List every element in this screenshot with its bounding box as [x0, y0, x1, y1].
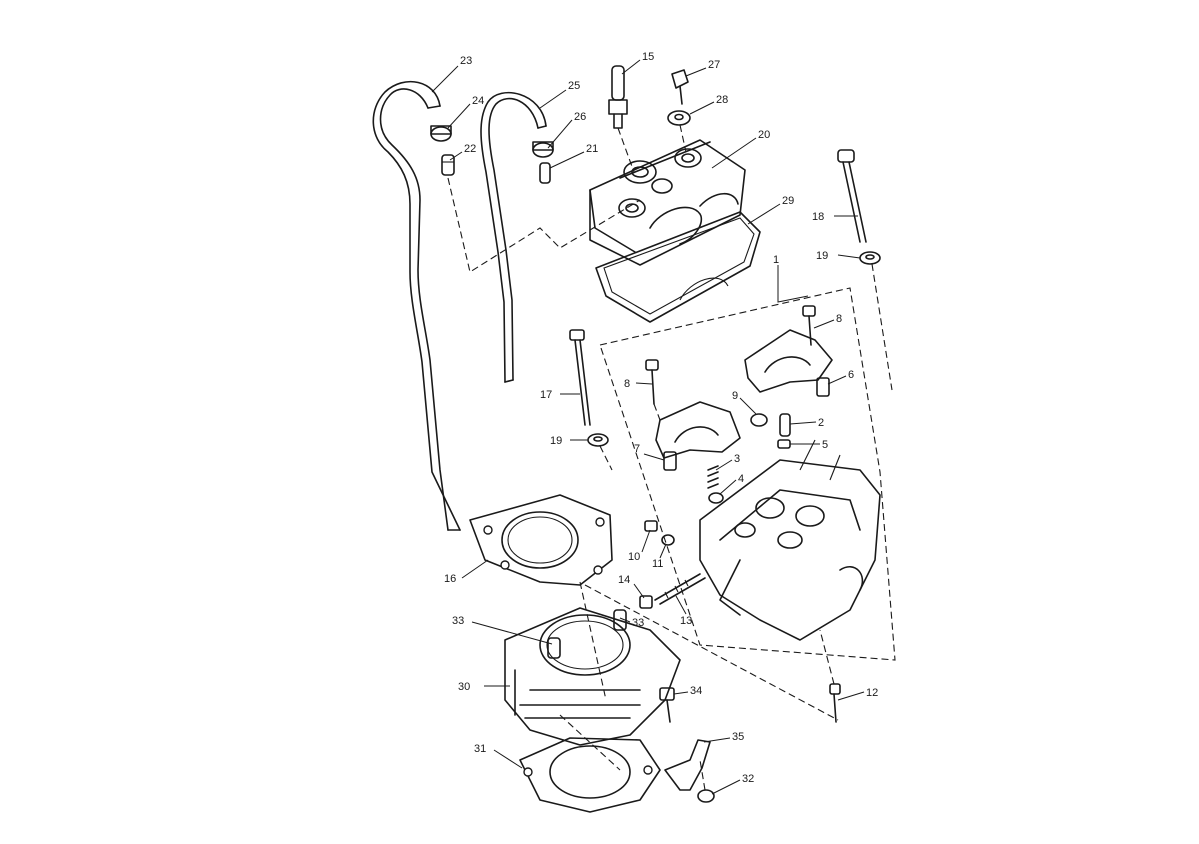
callout-4: 4	[738, 473, 744, 485]
callout-3: 3	[734, 453, 740, 465]
callout-22: 22	[464, 143, 476, 155]
part-washer-9	[750, 413, 768, 427]
part-stud-bolt-17	[569, 329, 591, 426]
callout-32: 32	[742, 773, 754, 785]
callout-10: 10	[628, 551, 640, 563]
part-bolt-8-right	[802, 305, 816, 346]
part-breather-hose-23	[372, 80, 461, 531]
part-cam-cap-6	[744, 329, 833, 397]
callout-29: 29	[782, 195, 794, 207]
callout-30: 30	[458, 681, 470, 693]
part-tensioner-13	[654, 573, 706, 605]
callout-18: 18	[812, 211, 824, 223]
callout-5: 5	[822, 439, 828, 451]
part-spring-3	[707, 465, 719, 489]
part-hose-25	[480, 92, 547, 383]
callout-35: 35	[732, 731, 744, 743]
part-pin-5	[777, 439, 791, 449]
callout-34: 34	[690, 685, 702, 697]
part-fitting-22	[441, 154, 455, 176]
callout-16: 16	[444, 573, 456, 585]
callout-14: 14	[618, 574, 630, 586]
callout-20: 20	[758, 129, 770, 141]
part-washer-19-right	[859, 251, 893, 391]
callout-23: 23	[460, 55, 472, 67]
callout-28: 28	[716, 94, 728, 106]
part-cylinder-head	[699, 439, 881, 641]
part-bolt-27	[671, 69, 689, 105]
callout-26: 26	[574, 111, 586, 123]
callout-31: 31	[474, 743, 486, 755]
part-bolt-10	[644, 520, 658, 532]
callout-1: 1	[773, 254, 779, 266]
callout-labels: 23 24 22 25 26 21 15 27 28 20 29 18 19 1…	[444, 51, 878, 785]
part-cover-gasket-29	[595, 211, 761, 323]
part-clamp-24	[430, 125, 452, 142]
callout-12: 12	[866, 687, 878, 699]
part-bolt-12	[819, 629, 841, 723]
callout-25: 25	[568, 80, 580, 92]
part-head-cover-20	[589, 139, 746, 266]
callout-33-left: 33	[452, 615, 464, 627]
part-cylinder-30	[504, 607, 681, 746]
callout-8-left: 8	[624, 378, 630, 390]
leader-lines	[431, 59, 865, 795]
part-clamp-26	[532, 141, 554, 158]
callout-33-right: 33	[632, 617, 644, 629]
part-plug-4	[708, 492, 724, 504]
part-bracket-35	[664, 739, 711, 791]
callout-19-lower: 19	[550, 435, 562, 447]
callout-19-upper: 19	[816, 250, 828, 262]
callout-15: 15	[642, 51, 654, 63]
callout-9: 9	[732, 390, 738, 402]
part-spark-plug-15	[608, 65, 635, 173]
part-washer-19-left	[587, 433, 613, 471]
callout-21: 21	[586, 143, 598, 155]
part-bolt-32	[697, 759, 715, 803]
callout-2: 2	[818, 417, 824, 429]
part-head-gasket-16	[469, 494, 613, 586]
callout-11: 11	[652, 558, 663, 570]
part-fitting-21	[539, 162, 551, 184]
part-bolt-8-left	[645, 359, 661, 421]
part-dowel-2	[779, 413, 791, 437]
assembly-box-1	[599, 287, 896, 661]
callout-8-right: 8	[836, 313, 842, 325]
part-base-gasket-31	[519, 737, 661, 813]
callout-6: 6	[848, 369, 854, 381]
callout-27: 27	[708, 59, 720, 71]
callout-24: 24	[472, 95, 484, 107]
part-stud-bolt-18	[837, 149, 867, 243]
part-cam-cap-7	[655, 401, 741, 471]
assembly-line-gasket	[579, 581, 607, 701]
callout-7: 7	[634, 443, 640, 455]
part-washer-11	[661, 534, 675, 546]
assembly-line-hoses	[447, 177, 641, 273]
part-bolt-14	[639, 595, 653, 609]
assembly-line-cylinder	[559, 584, 839, 771]
callout-13: 13	[680, 615, 692, 627]
callout-17: 17	[540, 389, 552, 401]
